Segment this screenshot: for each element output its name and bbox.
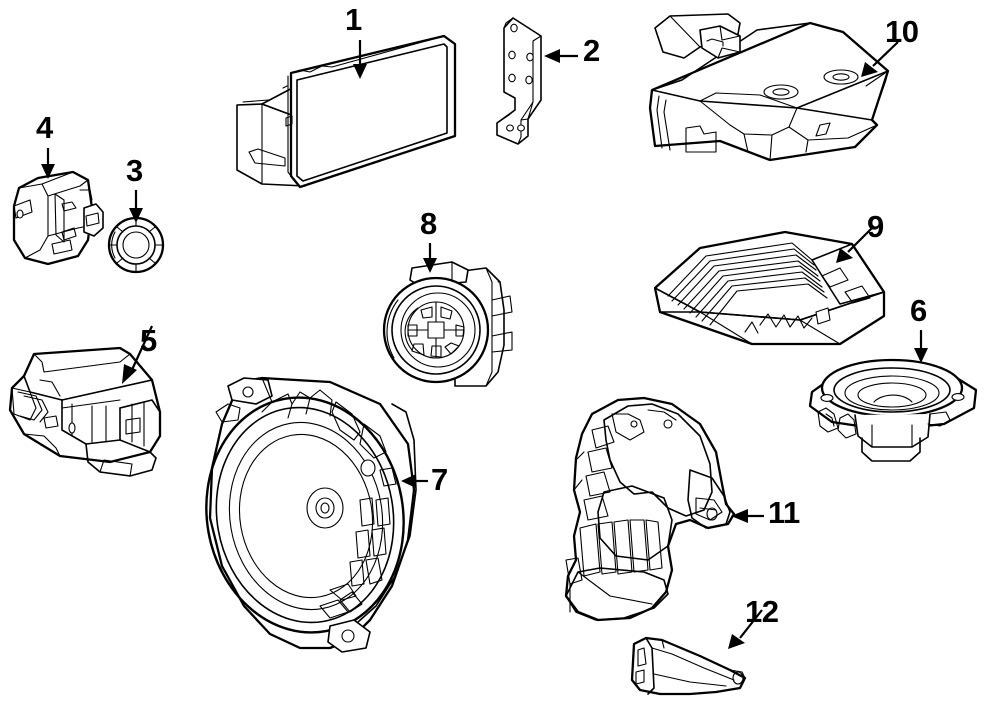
callout-label-8: 8 — [420, 206, 437, 241]
part-1-radio-head-unit — [236, 34, 457, 189]
callout-label-12: 12 — [745, 594, 779, 629]
callout-label-10: 10 — [885, 14, 919, 49]
callout-label-4: 4 — [36, 110, 53, 145]
arrow-7 — [401, 474, 428, 488]
arrow-1 — [353, 40, 367, 79]
part-10-module-cover — [648, 13, 890, 162]
callout-label-11: 11 — [768, 495, 800, 530]
callout-arrows — [41, 40, 928, 649]
callout-label-7: 7 — [431, 462, 448, 497]
part-9-amplifier-heatsink — [653, 230, 886, 346]
callout-label-6: 6 — [910, 293, 927, 328]
arrow-11 — [731, 509, 764, 523]
callout-label-1: 1 — [345, 2, 362, 37]
part-5-control-module — [8, 346, 162, 477]
arrow-2 — [544, 49, 578, 63]
arrow-6 — [914, 330, 928, 363]
callout-label-2: 2 — [583, 33, 600, 68]
arrow-3 — [129, 190, 143, 223]
callout-label-9: 9 — [867, 209, 884, 244]
callout-label-3: 3 — [126, 153, 143, 188]
arrow-4 — [41, 148, 55, 179]
part-7-door-speaker — [205, 376, 417, 653]
arrow-5 — [122, 325, 154, 384]
arrow-12 — [728, 609, 763, 649]
arrow-10 — [861, 41, 899, 77]
part-8-tweeter-speaker — [382, 261, 513, 387]
part-11-speaker-housing — [564, 396, 736, 622]
arrow-9 — [836, 225, 875, 263]
part-12-duct-grille — [630, 636, 747, 696]
part-3-control-knob — [107, 216, 165, 274]
arrow-8 — [423, 243, 437, 273]
part-6-round-speaker — [808, 358, 978, 462]
part-2-mounting-bracket — [496, 17, 542, 145]
callout-label-5: 5 — [140, 323, 157, 358]
part-4-switch-module — [12, 170, 104, 266]
